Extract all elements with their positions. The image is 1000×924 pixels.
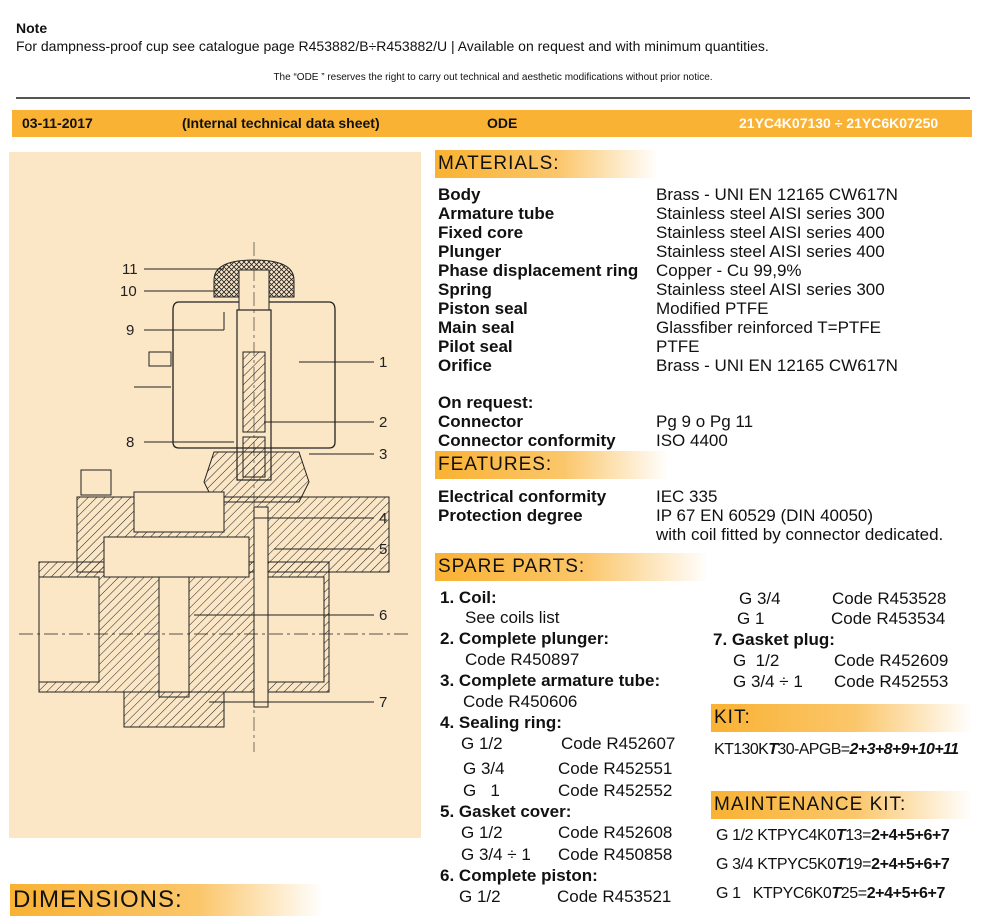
- spare-parts-heading: SPARE PARTS:: [435, 553, 708, 581]
- gasket-cover-size-1: G 1/2: [461, 823, 503, 842]
- sealing-size-1: G 1/2: [461, 734, 503, 753]
- gasket-plug-code-2: Code R452553: [834, 672, 949, 691]
- spare-gasket-cover: 5. Gasket cover:: [440, 802, 572, 821]
- material-main-seal-value: Glassfiber reinforced T=PTFE: [656, 318, 882, 337]
- note-title: Note: [16, 20, 48, 36]
- gasket-plug-code-1: Code R452609: [834, 651, 949, 670]
- callout-2: 2: [379, 414, 387, 431]
- callout-6: 6: [379, 607, 387, 624]
- material-fixed-core-label: Fixed core: [438, 223, 524, 242]
- header-product-code: 21YC4K07130 ÷ 21YC6K07250: [739, 115, 939, 131]
- piston-size-2: G 3/4: [739, 589, 781, 608]
- piston-code-3: Code R453534: [831, 609, 946, 628]
- callout-1: 1: [379, 354, 387, 371]
- on-request-label: On request:: [438, 393, 534, 412]
- features-heading: FEATURES:: [435, 451, 668, 479]
- electrical-conformity-label: Electrical conformity: [438, 487, 607, 506]
- callout-4: 4: [379, 510, 387, 527]
- note-text: For dampness-proof cup see catalogue pag…: [16, 38, 769, 54]
- callout-7: 7: [379, 694, 387, 711]
- sealing-size-3: G 1: [463, 781, 500, 800]
- valve-cross-section-svg: 11 10 9 8 1 2 3 4 5 6 7: [19, 242, 409, 752]
- material-spring-label: Spring: [438, 280, 492, 299]
- material-body-value: Brass - UNI EN 12165 CW617N: [656, 185, 898, 204]
- spare-armature-code: Code R450606: [463, 692, 578, 711]
- piston-size-1: G 1/2: [459, 887, 501, 906]
- piston-code-2: Code R453528: [832, 589, 947, 608]
- gasket-plug-size-2: G 3/4 ÷ 1: [733, 672, 803, 691]
- kit-code: KT130KT30-APGB=2+3+8+9+10+11: [714, 741, 959, 758]
- electrical-conformity-value: IEC 335: [656, 487, 718, 506]
- disclaimer: The “ODE ” reserves the right to carry o…: [273, 72, 713, 83]
- sealing-code-3: Code R452552: [558, 781, 673, 800]
- connector-conformity-value: ISO 4400: [656, 431, 728, 450]
- callout-11: 11: [122, 261, 138, 278]
- material-plunger-value: Stainless steel AISI series 400: [656, 242, 885, 261]
- material-fixed-core-value: Stainless steel AISI series 400: [656, 223, 885, 242]
- kit-heading: KIT:: [711, 704, 972, 732]
- spare-coil-sub: See coils list: [465, 608, 560, 627]
- material-pilot-seal-label: Pilot seal: [438, 337, 513, 356]
- dimensions-heading: DIMENSIONS:: [10, 884, 323, 916]
- material-body-label: Body: [438, 185, 481, 204]
- connector-conformity-label: Connector conformity: [438, 431, 616, 450]
- callout-8: 8: [126, 434, 134, 451]
- maintenance-kit-row-1: G 1/2 KTPYC4K0T13=2+4+5+6+7: [716, 827, 950, 844]
- valve-section-drawing: 11 10 9 8 1 2 3 4 5 6 7: [9, 152, 421, 838]
- spare-plunger-code: Code R450897: [465, 650, 580, 669]
- material-ring-label: Phase displacement ring: [438, 261, 639, 280]
- spare-coil: 1. Coil:: [440, 588, 497, 607]
- protection-degree-note: with coil fitted by connector dedicated.: [656, 525, 944, 544]
- material-pilot-seal-value: PTFE: [656, 337, 700, 356]
- gasket-plug-size-1: G 1/2: [733, 651, 780, 670]
- material-plunger-label: Plunger: [438, 242, 502, 261]
- material-main-seal-label: Main seal: [438, 318, 515, 337]
- callout-5: 5: [379, 541, 387, 558]
- sealing-size-2: G 3/4: [463, 759, 505, 778]
- connector-value: Pg 9 o Pg 11: [656, 412, 754, 431]
- callout-10: 10: [120, 283, 137, 300]
- gasket-cover-code-1: Code R452608: [558, 823, 673, 842]
- gasket-cover-code-2: Code R450858: [558, 845, 673, 864]
- connector-label: Connector: [438, 412, 523, 431]
- spare-armature: 3. Complete armature tube:: [440, 671, 661, 690]
- header-sheet-type: (Internal technical data sheet): [182, 115, 380, 131]
- header-brand: ODE: [487, 115, 518, 131]
- maintenance-kit-row-2: G 3/4 KTPYC5K0T19=2+4+5+6+7: [716, 856, 950, 873]
- sealing-code-2: Code R452551: [558, 759, 673, 778]
- piston-code-1: Code R453521: [557, 887, 672, 906]
- header-bar: 03-11-2017 (Internal technical data shee…: [12, 110, 972, 137]
- maintenance-kit-row-3: G 1 KTPYC6K0T25=2+4+5+6+7: [716, 885, 945, 902]
- spare-piston: 6. Complete piston:: [440, 866, 598, 885]
- callout-3: 3: [379, 446, 387, 463]
- material-orifice-label: Orifice: [438, 356, 492, 375]
- spare-gasket-plug: 7. Gasket plug:: [713, 630, 835, 649]
- material-spring-value: Stainless steel AISI series 300: [656, 280, 885, 299]
- spare-sealing: 4. Sealing ring:: [440, 713, 562, 732]
- divider: [16, 97, 970, 99]
- material-piston-seal-value: Modified PTFE: [656, 299, 769, 318]
- materials-heading: MATERIALS:: [435, 150, 658, 178]
- gasket-cover-size-2: G 3/4 ÷ 1: [461, 845, 531, 864]
- sealing-code-1: Code R452607: [561, 734, 676, 753]
- protection-degree-label: Protection degree: [438, 506, 583, 525]
- callout-9: 9: [126, 322, 134, 339]
- material-armature-label: Armature tube: [438, 204, 555, 223]
- piston-size-3: G 1: [737, 609, 765, 628]
- material-orifice-value: Brass - UNI EN 12165 CW617N: [656, 356, 898, 375]
- protection-degree-value: IP 67 EN 60529 (DIN 40050): [656, 506, 874, 525]
- maintenance-kit-heading: MAINTENANCE KIT:: [711, 791, 972, 819]
- material-ring-value: Copper - Cu 99,9%: [656, 261, 802, 280]
- spare-plunger: 2. Complete plunger:: [440, 629, 610, 648]
- header-date: 03-11-2017: [22, 115, 93, 131]
- material-piston-seal-label: Piston seal: [438, 299, 528, 318]
- material-armature-value: Stainless steel AISI series 300: [656, 204, 885, 223]
